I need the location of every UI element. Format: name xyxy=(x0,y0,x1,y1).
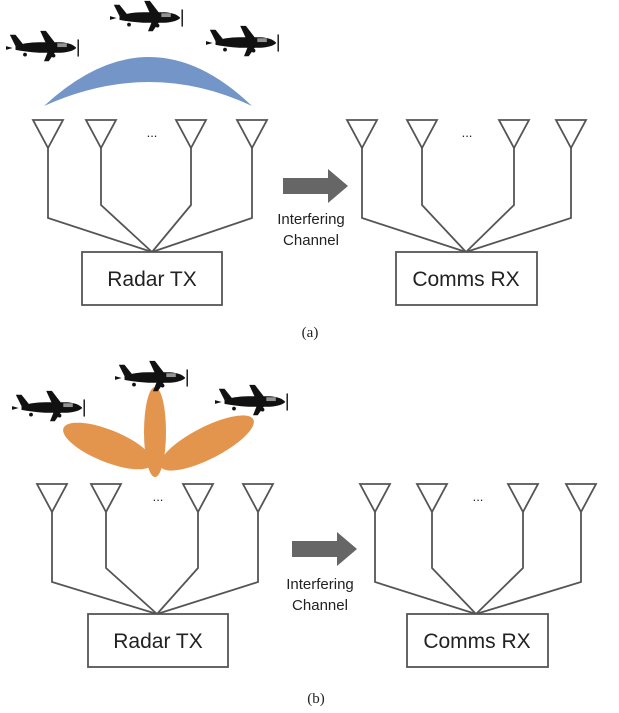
antenna-icon xyxy=(242,483,274,513)
radar-tx-label: Radar TX xyxy=(113,630,203,653)
radar-tx-box xyxy=(81,251,223,306)
antenna-icon xyxy=(182,483,214,513)
antenna-icon xyxy=(175,119,207,149)
antenna-icon xyxy=(346,119,378,149)
aircraft-icon xyxy=(114,360,188,393)
comms-rx-box xyxy=(395,251,538,306)
rx-ellipsis: ... xyxy=(473,489,484,504)
beam-lobe-left xyxy=(63,422,153,470)
aircraft-icon xyxy=(109,0,183,33)
tx-antenna-array xyxy=(32,119,268,253)
comms-rx-label: Comms RX xyxy=(423,630,530,653)
panel-b: ... Radar TX Interfering Channel ... Com… xyxy=(11,360,597,707)
interference-arrow-icon xyxy=(292,532,357,566)
antenna-icon xyxy=(416,483,448,513)
wide-radar-beam xyxy=(44,57,252,106)
antenna-icon xyxy=(555,119,587,149)
antenna-icon xyxy=(507,483,539,513)
interference-arrow-icon xyxy=(283,169,348,203)
directional-radar-beams xyxy=(63,387,254,477)
antenna-icon xyxy=(406,119,438,149)
tx-antenna-array xyxy=(36,483,274,615)
caption-b: (b) xyxy=(307,691,325,707)
caption-a: (a) xyxy=(302,325,319,341)
antenna-icon xyxy=(32,119,64,149)
antenna-icon xyxy=(498,119,530,149)
comms-rx-box xyxy=(406,613,549,668)
beam-lobe-center xyxy=(144,387,166,477)
rx-antenna-array xyxy=(359,483,597,615)
aircraft-icon xyxy=(205,25,279,58)
antenna-icon xyxy=(565,483,597,513)
rx-antenna-array xyxy=(346,119,587,253)
comms-rx-label: Comms RX xyxy=(412,268,519,291)
radar-tx-label: Radar TX xyxy=(107,268,197,291)
rx-ellipsis: ... xyxy=(462,125,473,140)
panel-a: ... Radar TX Interfering Channel ... Com… xyxy=(5,0,587,341)
channel-label-line2: Channel xyxy=(292,597,348,614)
aircraft-icon xyxy=(5,30,79,63)
antenna-icon xyxy=(90,483,122,513)
radar-tx-box xyxy=(87,613,229,668)
antenna-icon xyxy=(36,483,68,513)
tx-ellipsis: ... xyxy=(147,125,158,140)
tx-ellipsis: ... xyxy=(153,489,164,504)
antenna-icon xyxy=(85,119,117,149)
beam-lobe-right xyxy=(160,415,254,471)
channel-label-line1: Interfering xyxy=(286,576,354,593)
antenna-icon xyxy=(236,119,268,149)
channel-label-line2: Channel xyxy=(283,232,339,249)
channel-label-line1: Interfering xyxy=(277,211,345,228)
antenna-icon xyxy=(359,483,391,513)
aircraft-icon xyxy=(11,390,85,423)
aircraft-icon xyxy=(214,384,288,417)
